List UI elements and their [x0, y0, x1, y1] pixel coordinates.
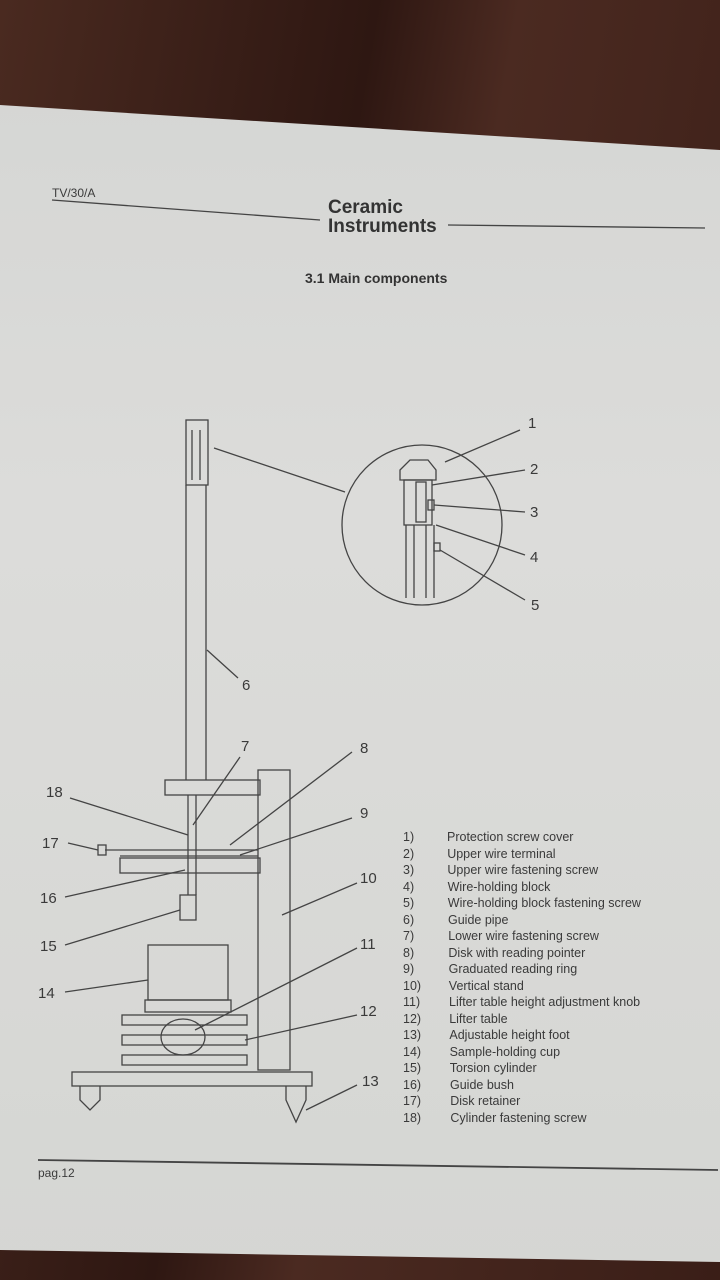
legend-label: Adjustable height foot: [449, 1028, 570, 1042]
legend-label: Upper wire fastening screw: [447, 863, 599, 877]
callout-3: 3: [530, 504, 538, 521]
callout-5: 5: [531, 597, 539, 614]
logo-line-1: Ceramic: [328, 197, 403, 218]
callout-14: 14: [38, 985, 55, 1002]
legend-label: Lifter table: [449, 1011, 508, 1026]
legend-label: Upper wire terminal: [447, 846, 556, 861]
legend-label: Guide bush: [450, 1077, 514, 1092]
legend-number: 10): [403, 978, 422, 993]
legend-number: 2): [403, 846, 415, 861]
legend-label: Lower wire fastening screw: [448, 929, 599, 943]
detail-circle: [213, 429, 526, 606]
callout-9: 9: [360, 805, 368, 822]
footer-rule: [37, 1159, 719, 1171]
section-title: 3.1 Main components: [305, 270, 448, 286]
page-number: pag.12: [38, 1166, 75, 1180]
legend-number: 11): [403, 995, 421, 1009]
legend-label: Wire-holding block: [447, 879, 551, 894]
legend-label: Disk with reading pointer: [448, 945, 586, 960]
callout-10: 10: [360, 870, 377, 887]
callout-6: 6: [242, 677, 250, 694]
legend-number: 18): [403, 1110, 422, 1125]
legend-label: Wire-holding block fastening screw: [447, 896, 641, 910]
legend-label: Protection screw cover: [447, 830, 574, 844]
logo-line-2: Instruments: [328, 216, 437, 237]
guide-pipe: [185, 419, 209, 780]
legend-number: 13): [403, 1028, 422, 1042]
callout-8: 8: [360, 740, 368, 757]
legend-number: 6): [403, 912, 415, 927]
legend-number: 9): [403, 962, 415, 976]
callout-17: 17: [42, 835, 59, 852]
header-rule-left: [51, 199, 321, 221]
legend-label: Vertical stand: [448, 978, 524, 993]
callout-1: 1: [528, 415, 536, 432]
legend-label: Lifter table height adjustment knob: [449, 995, 641, 1009]
legend-number: 4): [403, 879, 415, 894]
legend-label: Disk retainer: [450, 1094, 521, 1108]
legend-number: 3): [403, 863, 415, 877]
callout-12: 12: [360, 1003, 377, 1020]
legend-label: Cylinder fastening screw: [450, 1110, 587, 1125]
document-code: TV/30/A: [52, 186, 96, 200]
legend-number: 8): [403, 945, 415, 960]
callout-4: 4: [530, 549, 538, 566]
legend-number: 15): [403, 1061, 422, 1075]
stand-assembly: [71, 769, 313, 1124]
callout-7: 7: [241, 738, 249, 755]
legend-label: Graduated reading ring: [448, 962, 578, 976]
legend-label: Guide pipe: [448, 912, 509, 927]
brand-logo: Ceramic Instruments: [328, 198, 437, 236]
callout-13: 13: [362, 1073, 379, 1090]
legend-number: 17): [403, 1094, 422, 1108]
legend-label: Torsion cylinder: [449, 1061, 537, 1075]
legend-label: Sample-holding cup: [449, 1044, 561, 1059]
callout-16: 16: [40, 890, 57, 907]
legend-number: 16): [403, 1077, 422, 1092]
legend-number: 12): [403, 1011, 422, 1026]
callout-18: 18: [46, 784, 63, 801]
leader-lines: [64, 649, 358, 1111]
callout-15: 15: [40, 938, 57, 955]
callout-2: 2: [530, 461, 538, 478]
legend-number: 5): [403, 896, 415, 910]
callout-numbers: 1 2 3 4 5 6 7 8 9 10 11 12 13 14 15 16 1…: [38, 415, 539, 1090]
legend-number: 1): [403, 830, 415, 844]
callout-11: 11: [360, 936, 376, 953]
legend-number: 14): [403, 1044, 422, 1059]
header-rule-right: [447, 224, 706, 229]
legend-number: 7): [403, 929, 415, 943]
